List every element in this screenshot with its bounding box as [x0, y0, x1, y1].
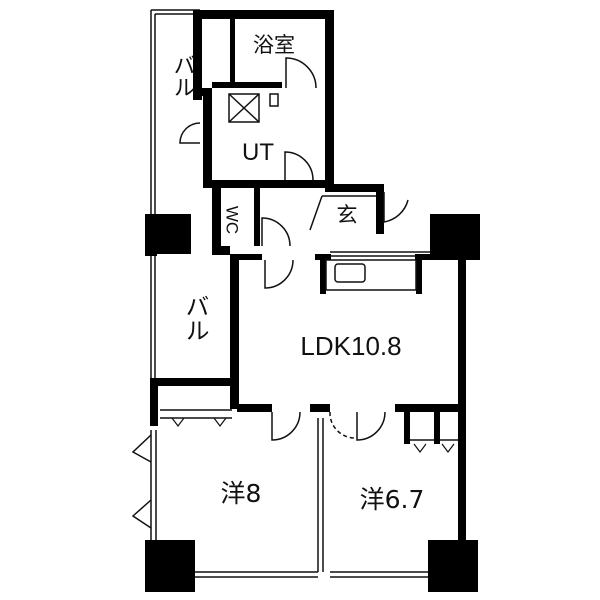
room-label-western-8: 洋8	[221, 479, 262, 508]
dashed-door-swing	[329, 411, 356, 439]
kitchen-counter	[325, 259, 417, 291]
closet-marks	[171, 417, 455, 453]
room-label-bath: 浴室	[253, 33, 295, 57]
room-label-balcony-lower: バル	[181, 294, 209, 342]
faucet-icon	[269, 93, 279, 107]
washer-icon	[228, 93, 260, 123]
room-label-utility: UT	[242, 139, 274, 166]
room-label-balcony-upper: バル	[170, 54, 195, 98]
walls	[145, 10, 480, 592]
room-label-ldk: LDK10.8	[300, 331, 401, 361]
room-label-wc: WC	[223, 206, 242, 234]
room-label-entrance: 玄	[337, 203, 358, 227]
door-swings	[131, 57, 409, 529]
room-label-western-6-7: 洋6.7	[360, 485, 425, 514]
sink-icon	[334, 263, 366, 283]
